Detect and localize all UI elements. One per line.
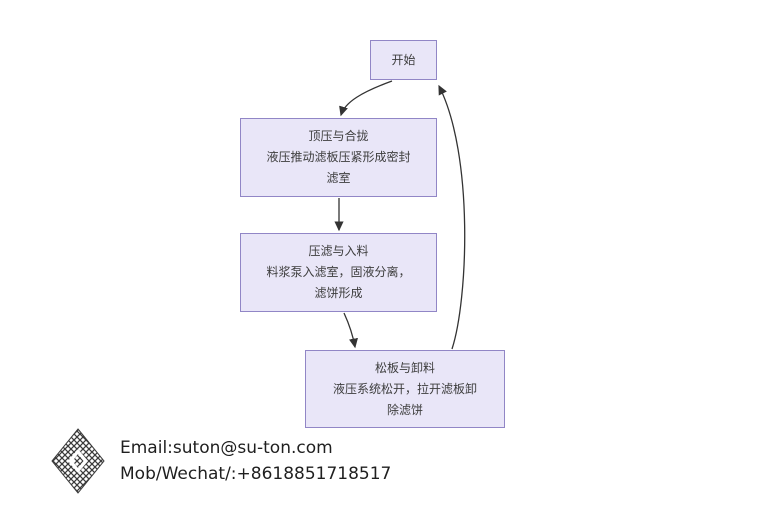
flow-node-discharge: 松板与卸料 液压系统松开，拉开滤板卸 除滤饼 — [305, 350, 505, 428]
node-label: 开始 — [391, 52, 416, 67]
suton-logo-icon — [51, 428, 105, 494]
footer-contact-block: Email:suton@su-ton.com Mob/Wechat/:+8618… — [50, 428, 391, 494]
node-line: 松板与卸料 — [374, 360, 435, 375]
flow-node-filter: 压滤与入料 料浆泵入滤室，固液分离， 滤饼形成 — [240, 233, 437, 312]
node-line: 料浆泵入滤室，固液分离， — [266, 265, 411, 279]
flow-node-close: 顶压与合拢 液压推动滤板压紧形成密封 滤室 — [240, 118, 437, 197]
flow-node-start: 开始 — [370, 40, 437, 80]
node-line: 滤室 — [326, 171, 351, 185]
node-line: 压滤与入料 — [308, 244, 369, 258]
contact-info: Email:suton@su-ton.com Mob/Wechat/:+8618… — [120, 435, 391, 487]
node-line: 顶压与合拢 — [308, 129, 369, 143]
contact-email: Email:suton@su-ton.com — [120, 438, 333, 458]
edge-filter-to-discharge — [343, 312, 358, 349]
node-line: 滤饼形成 — [314, 286, 363, 300]
edge-start-to-close — [339, 80, 393, 117]
edge-discharge-to-start-loop — [438, 84, 466, 350]
node-line: 液压推动滤板压紧形成密封 — [266, 150, 411, 164]
node-line: 液压系统松开，拉开滤板卸 — [332, 381, 477, 396]
contact-mobile: Mob/Wechat/:+8618851718517 — [120, 464, 392, 484]
node-line: 除滤饼 — [386, 402, 423, 417]
